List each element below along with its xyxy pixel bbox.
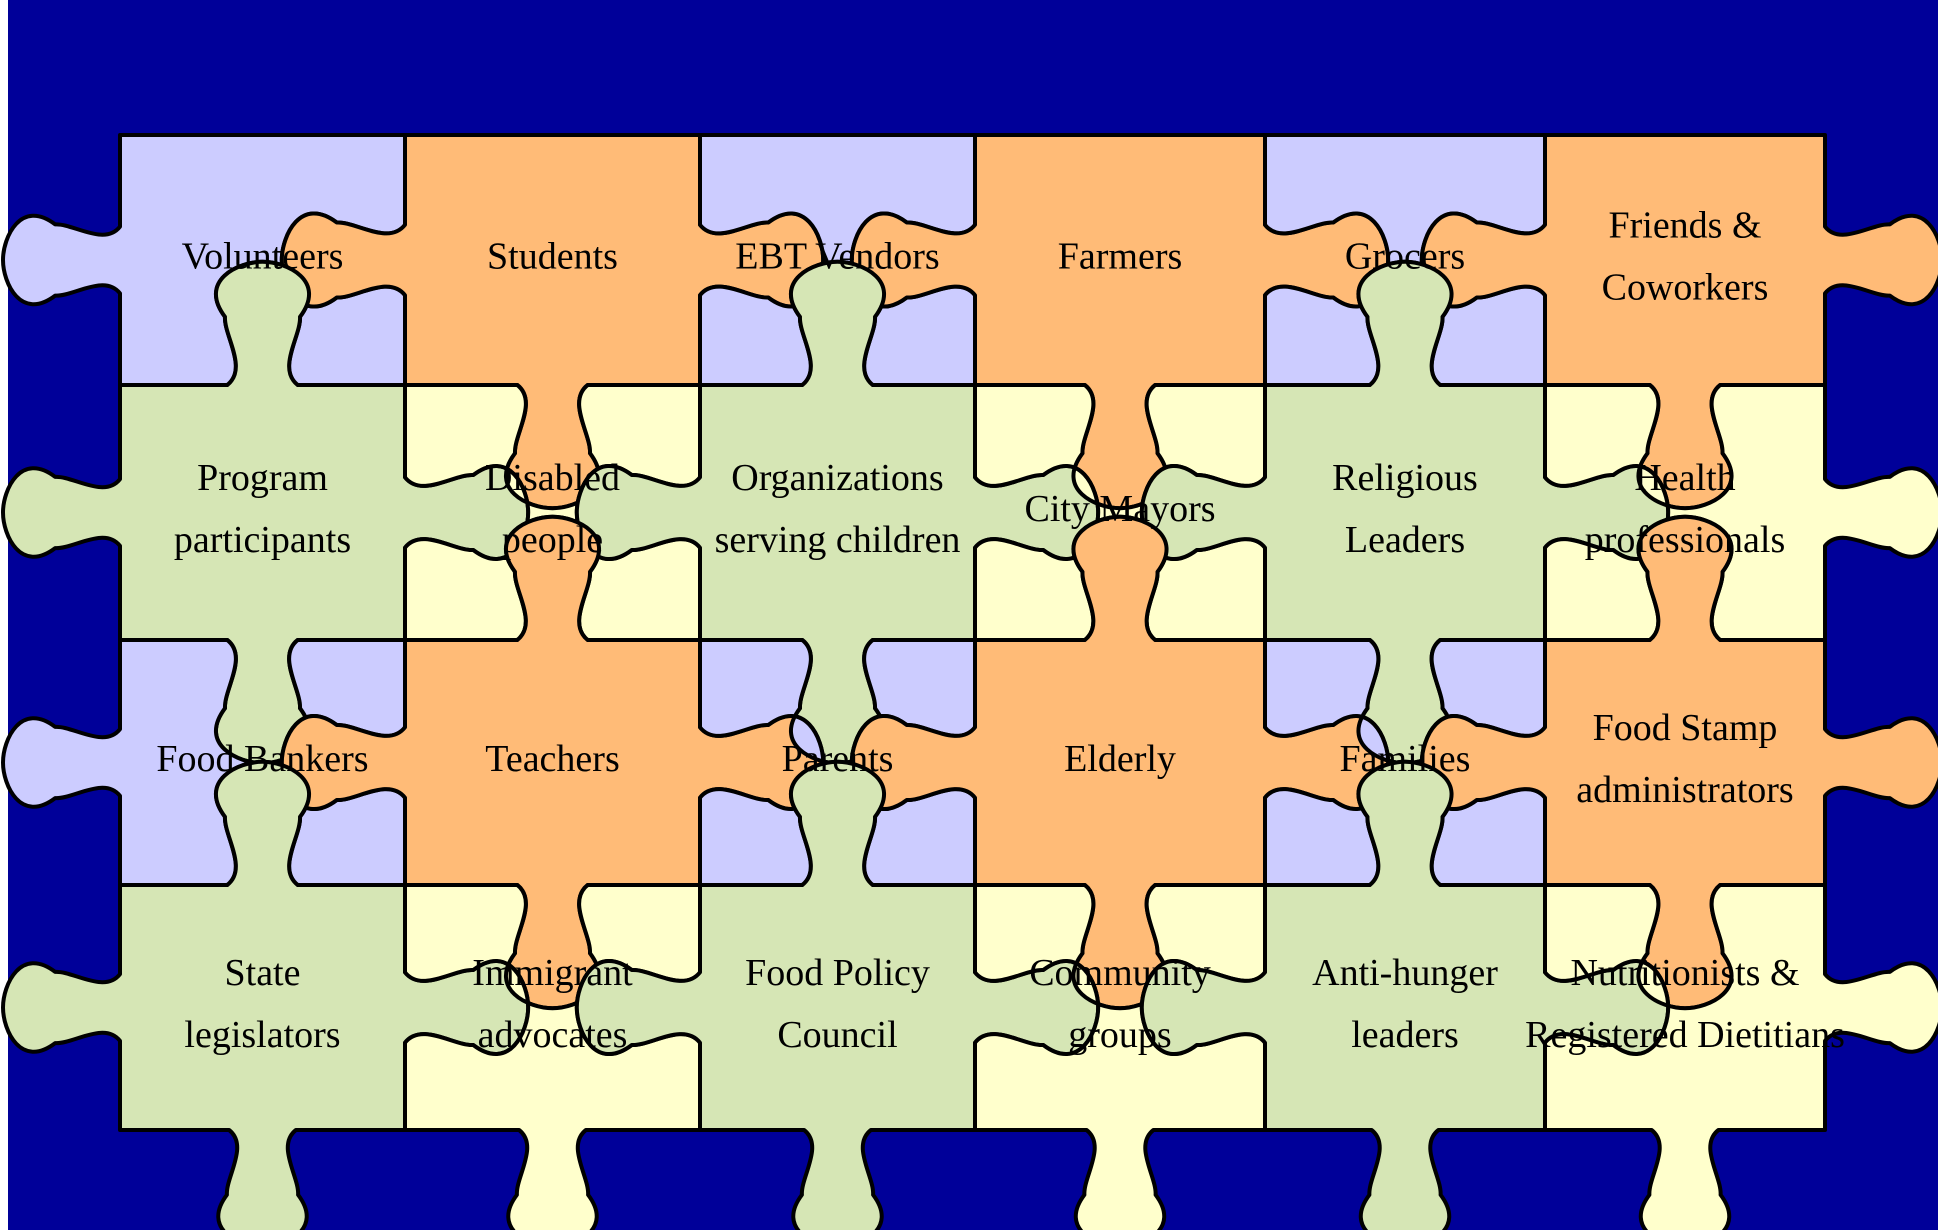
piece-label-food-stamp-administrators-1: Food Stamp	[1593, 707, 1778, 749]
piece-label-students-1: Students	[487, 236, 618, 278]
piece-label-disabled-people-2: people	[502, 519, 603, 561]
piece-label-friends-coworkers-1: Friends &	[1608, 205, 1761, 247]
piece-label-organizations-serving-children-1: Organizations	[731, 457, 943, 499]
piece-label-friends-coworkers-2: Coworkers	[1602, 267, 1769, 309]
piece-label-anti-hunger-leaders-1: Anti-hunger	[1312, 952, 1498, 994]
piece-label-grocers-1: Grocers	[1345, 236, 1465, 278]
piece-label-food-policy-council-2: Council	[777, 1014, 897, 1056]
piece-label-state-legislators-2: legislators	[184, 1014, 340, 1056]
piece-label-food-bankers-1: Food Bankers	[156, 738, 368, 780]
piece-label-community-groups-1: Community	[1029, 952, 1211, 994]
piece-label-food-policy-council-1: Food Policy	[745, 952, 930, 994]
piece-label-state-legislators-1: State	[225, 952, 301, 994]
piece-label-organizations-serving-children-2: serving children	[715, 519, 961, 561]
piece-label-community-groups-2: groups	[1068, 1014, 1171, 1056]
piece-label-ebt-vendors-1: EBT Vendors	[735, 236, 939, 278]
piece-label-volunteers-1: Volunteers	[182, 236, 344, 278]
piece-label-farmers-1: Farmers	[1058, 236, 1183, 278]
piece-label-disabled-people-1: Disabled	[485, 457, 620, 499]
piece-label-nutritionists-registered-dietitians-1: Nutritionists &	[1570, 952, 1799, 994]
piece-label-religious-leaders-2: Leaders	[1345, 519, 1465, 561]
piece-label-immigrant-advocates-1: Immigrant	[472, 952, 633, 994]
piece-label-parents-1: Parents	[782, 738, 894, 780]
piece-label-program-participants-2: participants	[174, 519, 351, 561]
piece-label-religious-leaders-1: Religious	[1332, 457, 1478, 499]
piece-label-health-professionals-2: professionals	[1585, 519, 1786, 561]
piece-label-families-1: Families	[1340, 738, 1471, 780]
piece-label-elderly-1: Elderly	[1064, 738, 1176, 780]
piece-label-program-participants-1: Program	[197, 457, 328, 499]
piece-label-anti-hunger-leaders-2: leaders	[1351, 1014, 1459, 1056]
piece-label-nutritionists-registered-dietitians-2: Registered Dietitians	[1525, 1014, 1845, 1056]
piece-label-food-stamp-administrators-2: administrators	[1576, 769, 1793, 811]
piece-label-health-professionals-1: Health	[1634, 457, 1735, 499]
piece-label-teachers-1: Teachers	[485, 738, 619, 780]
piece-label-city-mayors-1: City Mayors	[1024, 488, 1215, 530]
piece-label-immigrant-advocates-2: advocates	[478, 1014, 628, 1056]
